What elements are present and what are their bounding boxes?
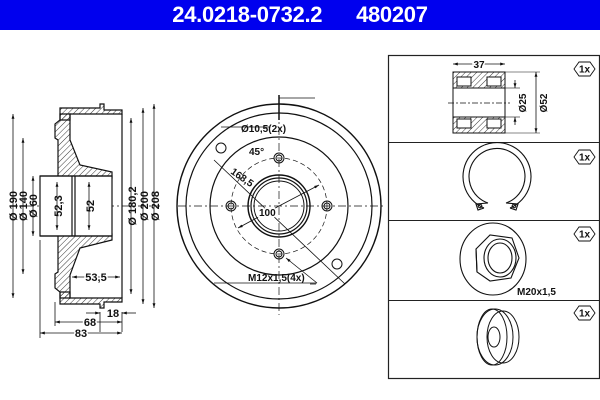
circlip-drawing: [462, 142, 532, 211]
bearing-drawing: [448, 62, 540, 134]
title-bar: 24.0218-0732.2 480207: [0, 0, 600, 30]
dim-d180-2: Ø 180,2: [127, 186, 139, 225]
label-angle: 45°: [249, 147, 264, 158]
bearing-width-label: 37: [473, 60, 485, 71]
dim-d190: Ø 190: [8, 191, 20, 221]
qty-badge-bearing: 1x: [573, 61, 596, 77]
side-section-view: [10, 103, 160, 309]
dim-d208: Ø 208: [150, 191, 162, 221]
svg-text:1x: 1x: [579, 230, 591, 241]
dust-cap-drawing: [476, 308, 520, 366]
qty-badge-axle-nut: 1x: [573, 226, 596, 242]
side-dimensions: [11, 104, 156, 338]
svg-text:1x: 1x: [579, 153, 591, 164]
dim-d140: Ø 140: [18, 191, 30, 221]
part-number: 24.0218-0732.2: [172, 2, 323, 27]
svg-text:1x: 1x: [579, 309, 591, 320]
parts-panel: [387, 54, 600, 380]
front-view: [176, 95, 385, 315]
bearing-outer-dia-label: Ø52: [539, 93, 550, 112]
svg-text:1x: 1x: [579, 65, 591, 76]
label-hole-dia: Ø10,5(2x): [241, 124, 286, 135]
dim-bore-52-3: 52,3: [53, 195, 65, 216]
front-view-labels: Ø10,5(2x) 45° 168,5 100 M12x1,5(4x): [228, 124, 304, 284]
quantity-badges: 1x 1x 1x 1x: [573, 61, 596, 321]
axle-nut-thread-label: M20x1,5: [517, 287, 556, 298]
axle-nut-drawing: [459, 222, 527, 296]
label-thread: M12x1,5(4x): [248, 273, 305, 284]
dim-53-5: 53,5: [85, 272, 106, 284]
label-pcd: 100: [259, 208, 276, 219]
side-dimension-labels: Ø 190 Ø 140 Ø 60 52,3 52 Ø 180,2 Ø 200 Ø…: [8, 186, 162, 341]
dim-d200: Ø 200: [139, 191, 151, 221]
dim-bore-52: 52: [85, 200, 97, 212]
dim-68: 68: [84, 317, 96, 329]
qty-badge-dust-cap: 1x: [573, 305, 596, 321]
dim-83: 83: [75, 328, 87, 340]
dim-18: 18: [107, 308, 119, 320]
bearing-inner-dia-label: Ø25: [518, 93, 529, 112]
reference-number: 480207: [356, 2, 428, 27]
dim-d60: Ø 60: [28, 194, 40, 218]
qty-badge-circlip: 1x: [573, 149, 596, 165]
